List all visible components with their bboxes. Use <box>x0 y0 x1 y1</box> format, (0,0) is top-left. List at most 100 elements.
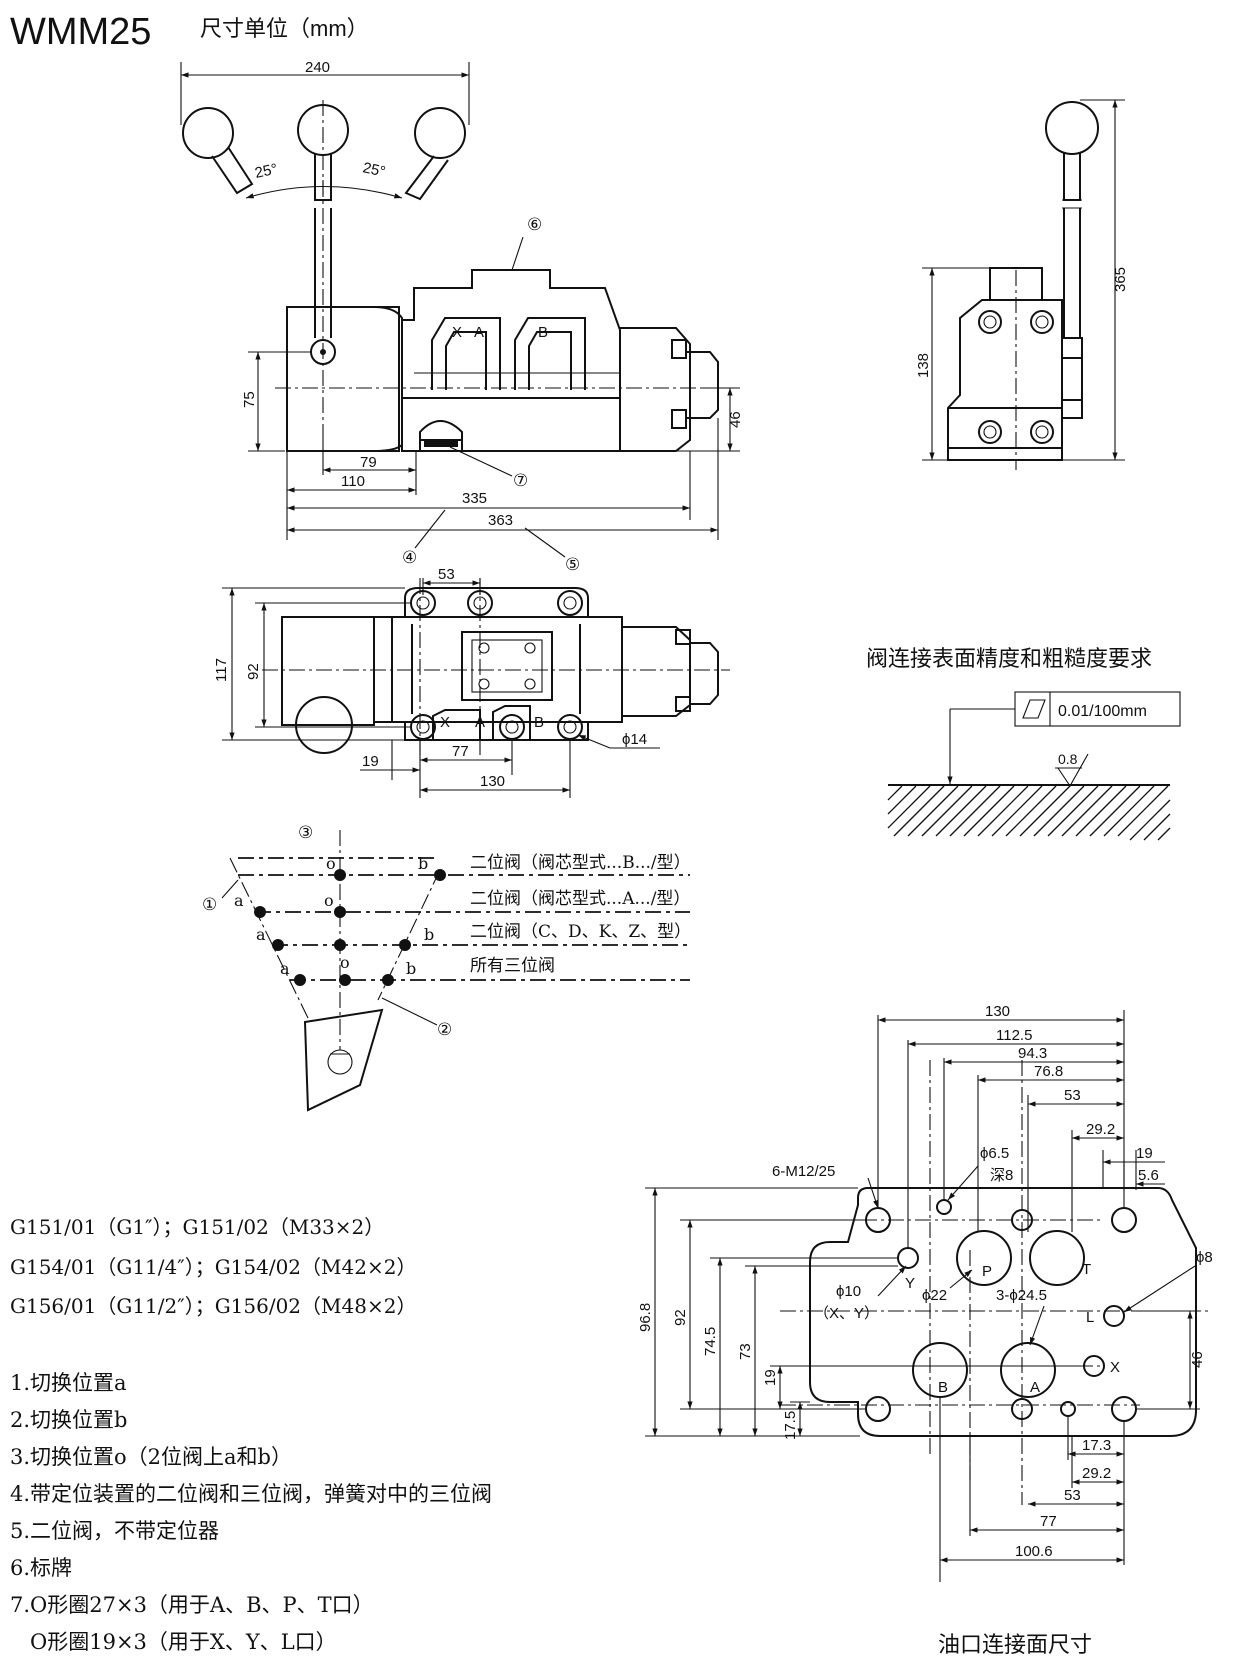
pf-note-phi8: ϕ8 <box>1196 1249 1213 1266</box>
pf-bot-53: 53 <box>1064 1487 1081 1504</box>
callout-5: ⑤ <box>565 555 580 574</box>
hatch-line <box>949 785 1001 837</box>
pos-a-2: a <box>234 891 244 910</box>
dim-240: 240 <box>305 59 330 76</box>
actuator-housing <box>286 306 400 452</box>
pf-note-m12: 6-M12/25 <box>772 1163 835 1180</box>
dim-75: 75 <box>241 391 258 408</box>
dim-53-top: 53 <box>438 566 455 583</box>
hatch-line <box>1005 785 1057 837</box>
pos-row-3: 二位阀（C、D、K、Z、型） <box>470 922 691 942</box>
pf-top-53: 53 <box>1064 1087 1081 1104</box>
port-letter-p: P <box>982 1263 992 1280</box>
front-port-b: B <box>538 324 548 341</box>
hatch-line <box>1143 813 1171 841</box>
hatch-line <box>921 785 973 837</box>
front-port-a: A <box>474 324 484 341</box>
hatch-line <box>977 785 1029 837</box>
dim-117: 117 <box>213 658 230 682</box>
switching-positions: o b a o a b a o b 二位阀（阀芯型式...B.../型） 二位阀… <box>202 823 691 1112</box>
dim-19-top: 19 <box>362 753 379 770</box>
port-letter-y: Y <box>905 1275 915 1292</box>
pf-bot-17-3: 17.3 <box>1082 1437 1111 1454</box>
port-face-outline <box>809 1187 1197 1437</box>
pos-callout-1: ① <box>202 895 217 914</box>
subplate-2: G154/01（G11/4″）；G154/02（M42×2） <box>10 1255 416 1279</box>
note-7b: O形圈19×3（用于X、Y、L口） <box>30 1630 337 1654</box>
note-7: 7.O形圈27×3（用于A、B、P、T口） <box>10 1593 374 1617</box>
top-port-b: B <box>534 714 544 731</box>
angle-right: 25° <box>361 159 387 180</box>
note-1: 1.切换位置a <box>10 1371 127 1395</box>
dim-phi14: ϕ14 <box>622 731 647 748</box>
port-letter-x: X <box>1110 1359 1120 1376</box>
front-port-x: X <box>452 324 462 341</box>
pos-o-1: o <box>326 854 336 873</box>
subplate-list: G151/01（G1″）；G151/02（M33×2） G154/01（G11/… <box>10 1215 416 1318</box>
dim-130-top: 130 <box>480 773 505 790</box>
callout-6: ⑥ <box>527 215 542 234</box>
pf-note-phi22: ϕ22 <box>922 1287 947 1304</box>
hatch-line <box>887 785 903 801</box>
note-2: 2.切换位置b <box>10 1408 127 1432</box>
angle-left: 25° <box>253 161 279 182</box>
hatch-line <box>893 785 945 837</box>
pf-right-46: 46 <box>1189 1351 1206 1368</box>
callout-4: ④ <box>402 548 417 567</box>
pf-top-112-5: 112.5 <box>996 1027 1032 1044</box>
surface-requirement: 阀连接表面精度和粗糙度要求 0.01/100mm 0.8 <box>866 646 1181 841</box>
surface-hatch <box>887 785 1171 841</box>
pf-bot-77: 77 <box>1040 1513 1057 1530</box>
pf-top-5-6: 5.6 <box>1138 1167 1159 1184</box>
dim-92-top: 92 <box>245 663 262 680</box>
dim-79: 79 <box>360 454 377 471</box>
port-letter-a: A <box>1030 1379 1040 1396</box>
port-face-caption: 油口连接面尺寸 <box>938 1633 1092 1658</box>
pf-note-phi65: ϕ6.5 <box>980 1145 1009 1162</box>
hatch-line <box>1019 785 1071 837</box>
side-lever-knob <box>1045 101 1099 155</box>
pf-left-17-5: 17.5 <box>782 1411 799 1440</box>
pos-a-3: a <box>256 925 266 944</box>
top-port-x: X <box>440 714 450 731</box>
pf-left-74-5: 74.5 <box>702 1327 719 1356</box>
pos-row-2: 二位阀（阀芯型式...A.../型） <box>470 889 690 909</box>
hatch-line <box>1103 785 1155 837</box>
callout-7: ⑦ <box>513 471 528 490</box>
pf-note-phi10: ϕ10 <box>836 1283 861 1300</box>
pos-row-1: 二位阀（阀芯型式...B.../型） <box>470 853 691 873</box>
hatch-line <box>1129 799 1171 841</box>
pf-bot-100-6: 100.6 <box>1015 1543 1053 1560</box>
hatch-line <box>1157 827 1171 841</box>
dim-138: 138 <box>915 353 932 378</box>
lever-knob-right <box>414 107 466 159</box>
port-letter-t: T <box>1082 1261 1091 1278</box>
pf-top-76-8: 76.8 <box>1034 1063 1063 1080</box>
port-letter-l: L <box>1086 1309 1094 1326</box>
pf-left-73: 73 <box>737 1343 754 1360</box>
hatch-line <box>1061 785 1113 837</box>
pf-note-depth: 深8 <box>990 1167 1013 1184</box>
pos-o-4: o <box>340 953 350 972</box>
hatch-line <box>991 785 1043 837</box>
dim-363: 363 <box>488 512 513 529</box>
pos-callout-3: ③ <box>298 823 313 842</box>
hatch-line <box>935 785 987 837</box>
pf-bot-29-2: 29.2 <box>1082 1465 1111 1482</box>
dim-110: 110 <box>341 473 365 490</box>
pf-left-96-8: 96.8 <box>637 1303 654 1332</box>
hatch-line <box>907 785 959 837</box>
pf-left-92: 92 <box>672 1309 689 1326</box>
hatch-line <box>887 785 931 829</box>
dim-77-top: 77 <box>452 743 469 760</box>
dim-365: 365 <box>1112 267 1129 292</box>
pos-callout-2: ② <box>437 1020 452 1039</box>
lever-symbol <box>303 1008 384 1112</box>
subplate-3: G156/01（G11/2″）；G156/02（M48×2） <box>10 1294 416 1318</box>
unit-note: 尺寸单位（mm） <box>200 16 369 41</box>
side-view: 365 138 <box>915 99 1129 470</box>
pf-top-130: 130 <box>985 1003 1010 1020</box>
hatch-line <box>1089 785 1141 837</box>
pf-note-phi245: 3-ϕ24.5 <box>996 1287 1047 1304</box>
